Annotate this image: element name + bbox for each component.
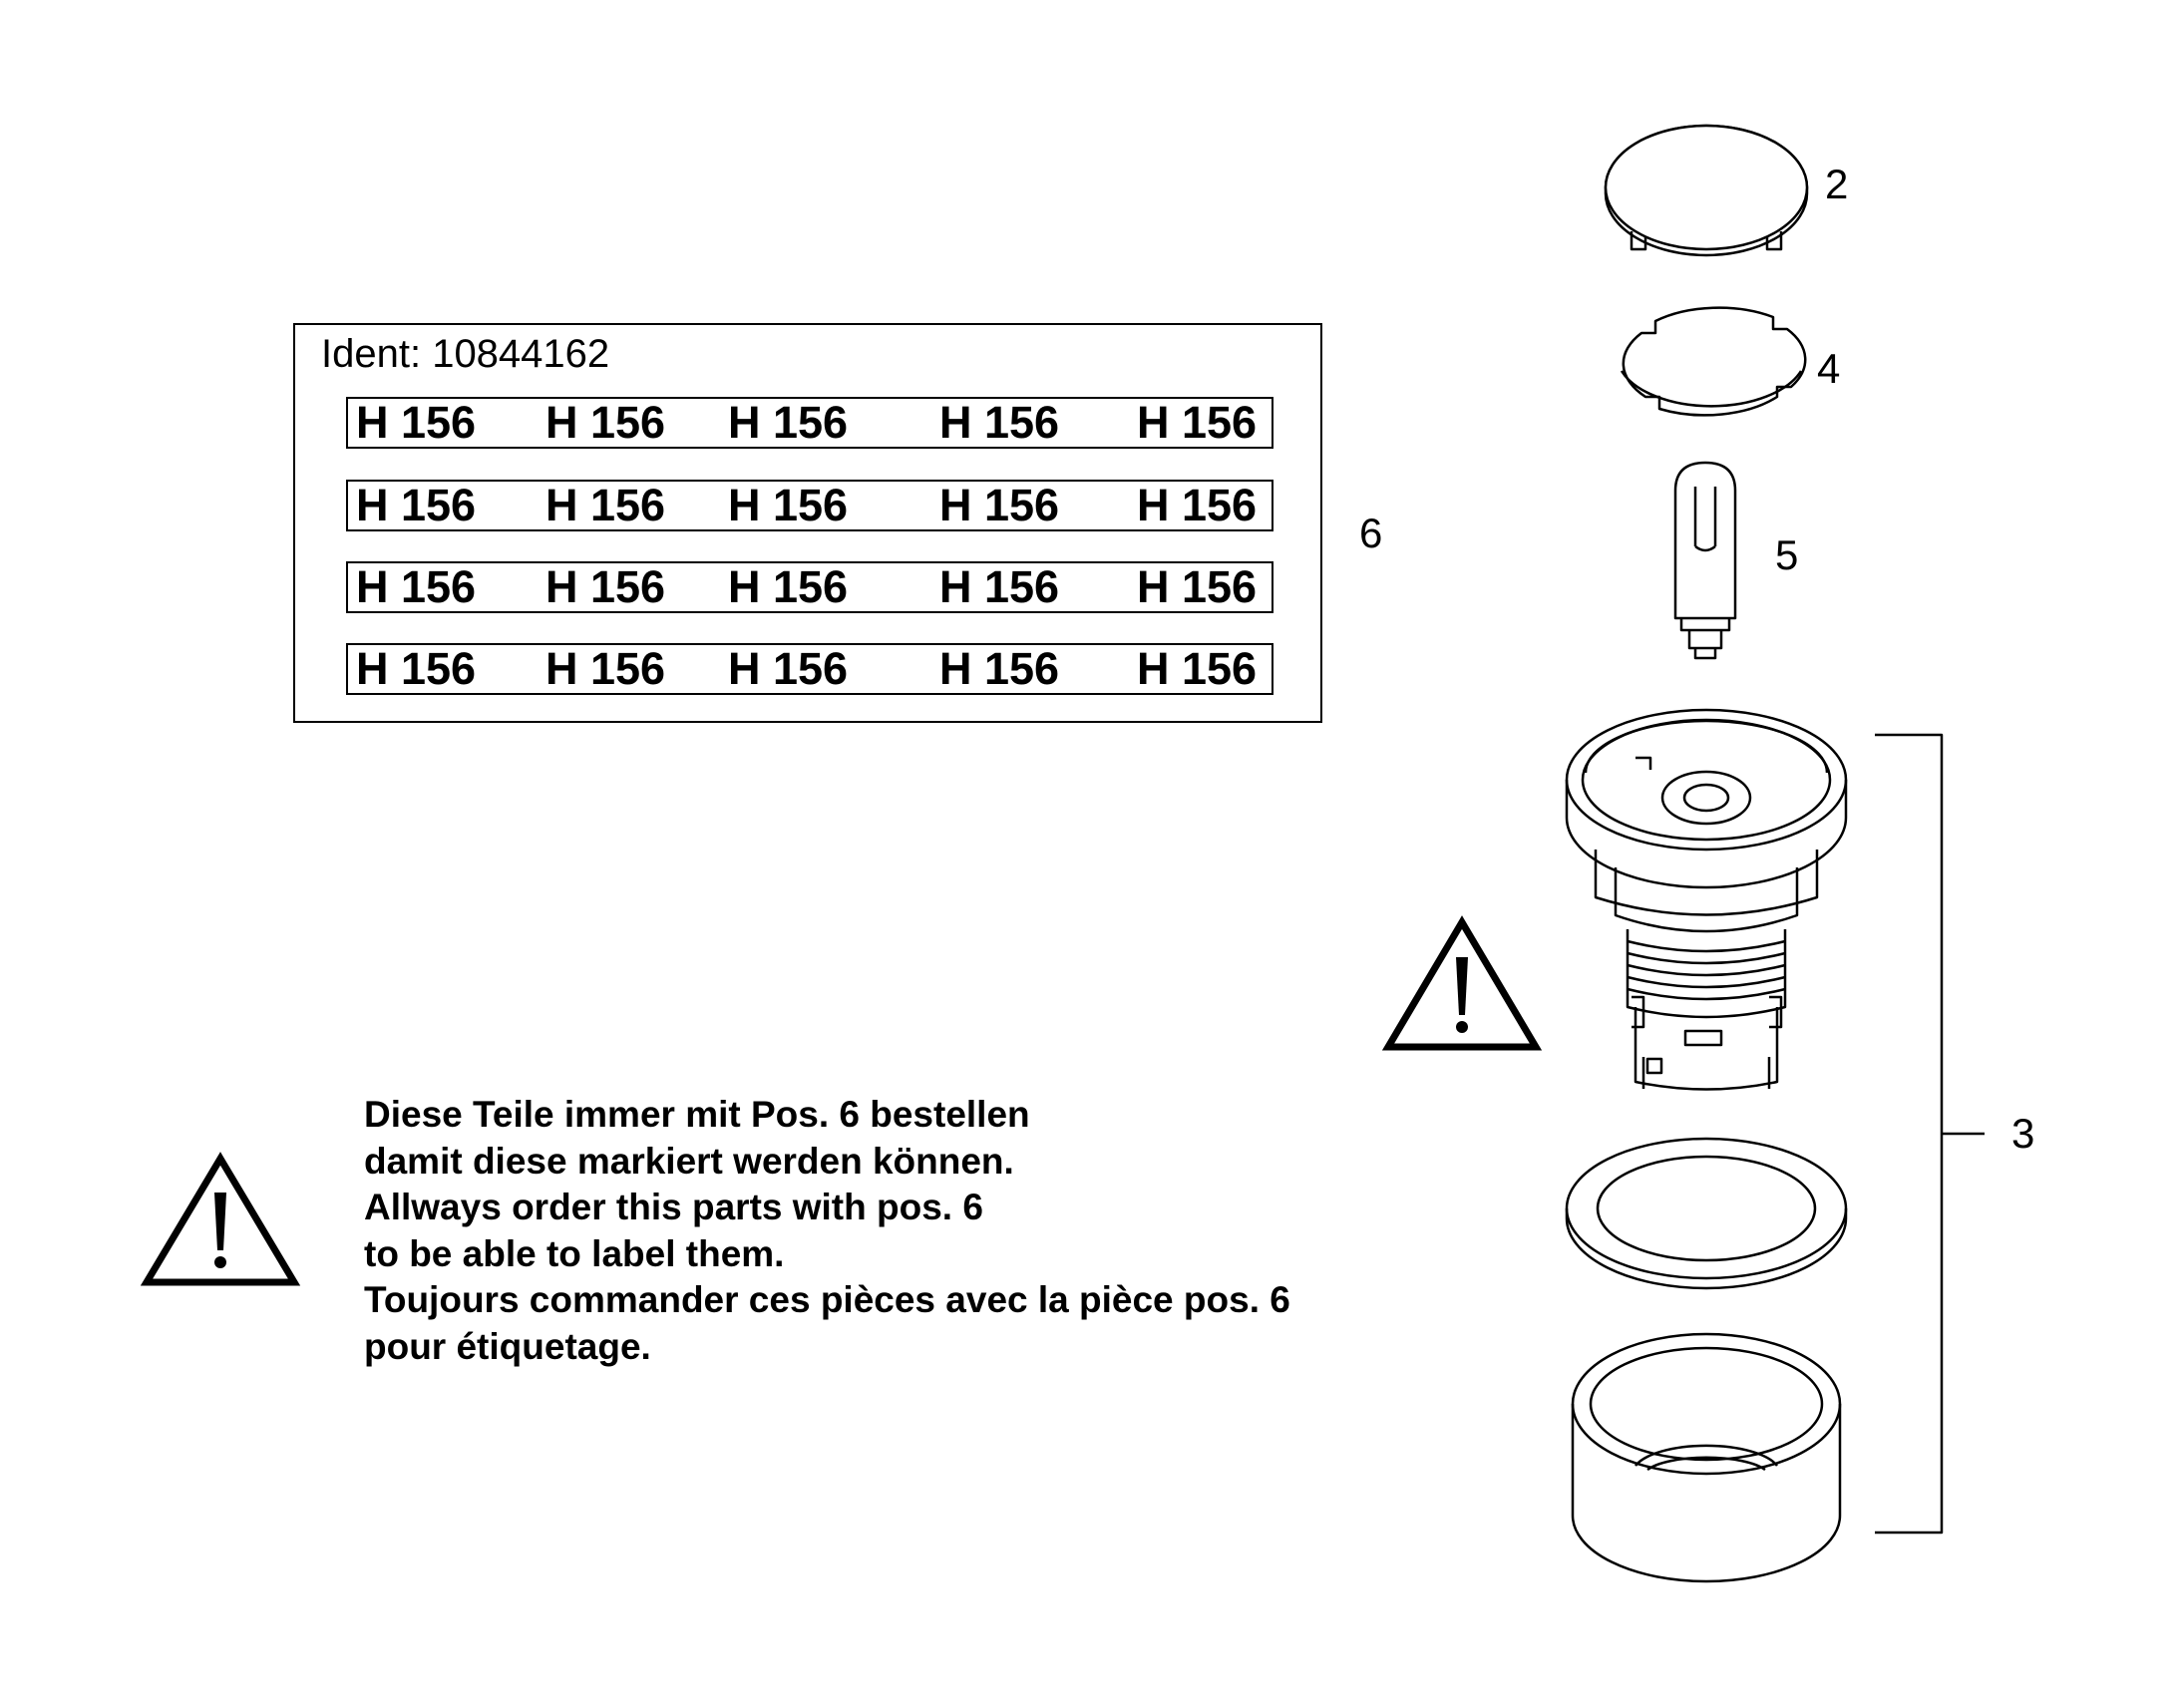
notice-line: damit diese markiert werden können. bbox=[364, 1140, 1014, 1182]
label-text: H 156 bbox=[545, 561, 666, 612]
label-text: H 156 bbox=[728, 561, 849, 612]
label-text: H 156 bbox=[1137, 480, 1258, 530]
label-text: H 156 bbox=[1137, 643, 1258, 694]
label-text: H 156 bbox=[356, 480, 477, 530]
callout-pos-2: 2 bbox=[1825, 161, 1849, 207]
part-3-holder bbox=[1565, 708, 1848, 1091]
label-strip: H 156 H 156 H 156 H 156 H 156 bbox=[346, 561, 1273, 613]
part-4-lens bbox=[1620, 306, 1807, 417]
part-3-cup bbox=[1571, 1332, 1842, 1583]
label-text: H 156 bbox=[939, 643, 1060, 694]
notice-line: Diese Teile immer mit Pos. 6 bestellen bbox=[364, 1094, 1030, 1135]
notice-line: pour étiquetage. bbox=[364, 1325, 651, 1367]
label-text: H 156 bbox=[728, 643, 849, 694]
label-text: H 156 bbox=[1137, 561, 1258, 612]
part-3-bracket bbox=[1875, 733, 1985, 1535]
label-text: H 156 bbox=[728, 480, 849, 530]
callout-pos-6: 6 bbox=[1359, 510, 1383, 556]
label-text: H 156 bbox=[545, 397, 666, 448]
label-text: H 156 bbox=[356, 561, 477, 612]
callout-pos-4: 4 bbox=[1817, 345, 1841, 392]
label-text: H 156 bbox=[939, 561, 1060, 612]
label-text: H 156 bbox=[1137, 397, 1258, 448]
ident-number: Ident: 10844162 bbox=[321, 332, 610, 376]
part-2-cap bbox=[1604, 124, 1809, 257]
label-text: H 156 bbox=[356, 397, 477, 448]
warning-triangle-icon bbox=[1381, 915, 1543, 1051]
label-strip: H 156 H 156 H 156 H 156 H 156 bbox=[346, 397, 1273, 449]
callout-pos-3: 3 bbox=[2011, 1110, 2035, 1157]
label-sheet: Ident: 10844162 H 156 H 156 H 156 H 156 … bbox=[293, 323, 1322, 723]
label-text: H 156 bbox=[939, 397, 1060, 448]
part-5-bulb bbox=[1673, 461, 1737, 660]
label-text: H 156 bbox=[356, 643, 477, 694]
part-3-seal-ring bbox=[1565, 1137, 1848, 1290]
notice-line: Toujours commander ces pièces avec la pi… bbox=[364, 1279, 1290, 1320]
notice-line: to be able to label them. bbox=[364, 1232, 785, 1274]
label-strip: H 156 H 156 H 156 H 156 H 156 bbox=[346, 480, 1273, 531]
warning-triangle-icon bbox=[140, 1152, 301, 1286]
callout-pos-5: 5 bbox=[1775, 531, 1799, 578]
notice-line: Allways order this parts with pos. 6 bbox=[364, 1187, 983, 1227]
label-text: H 156 bbox=[545, 480, 666, 530]
ordering-notice: Diese Teile immer mit Pos. 6 bestellen d… bbox=[364, 1092, 1290, 1370]
label-text: H 156 bbox=[728, 397, 849, 448]
label-strip: H 156 H 156 H 156 H 156 H 156 bbox=[346, 643, 1273, 695]
label-text: H 156 bbox=[545, 643, 666, 694]
label-text: H 156 bbox=[939, 480, 1060, 530]
